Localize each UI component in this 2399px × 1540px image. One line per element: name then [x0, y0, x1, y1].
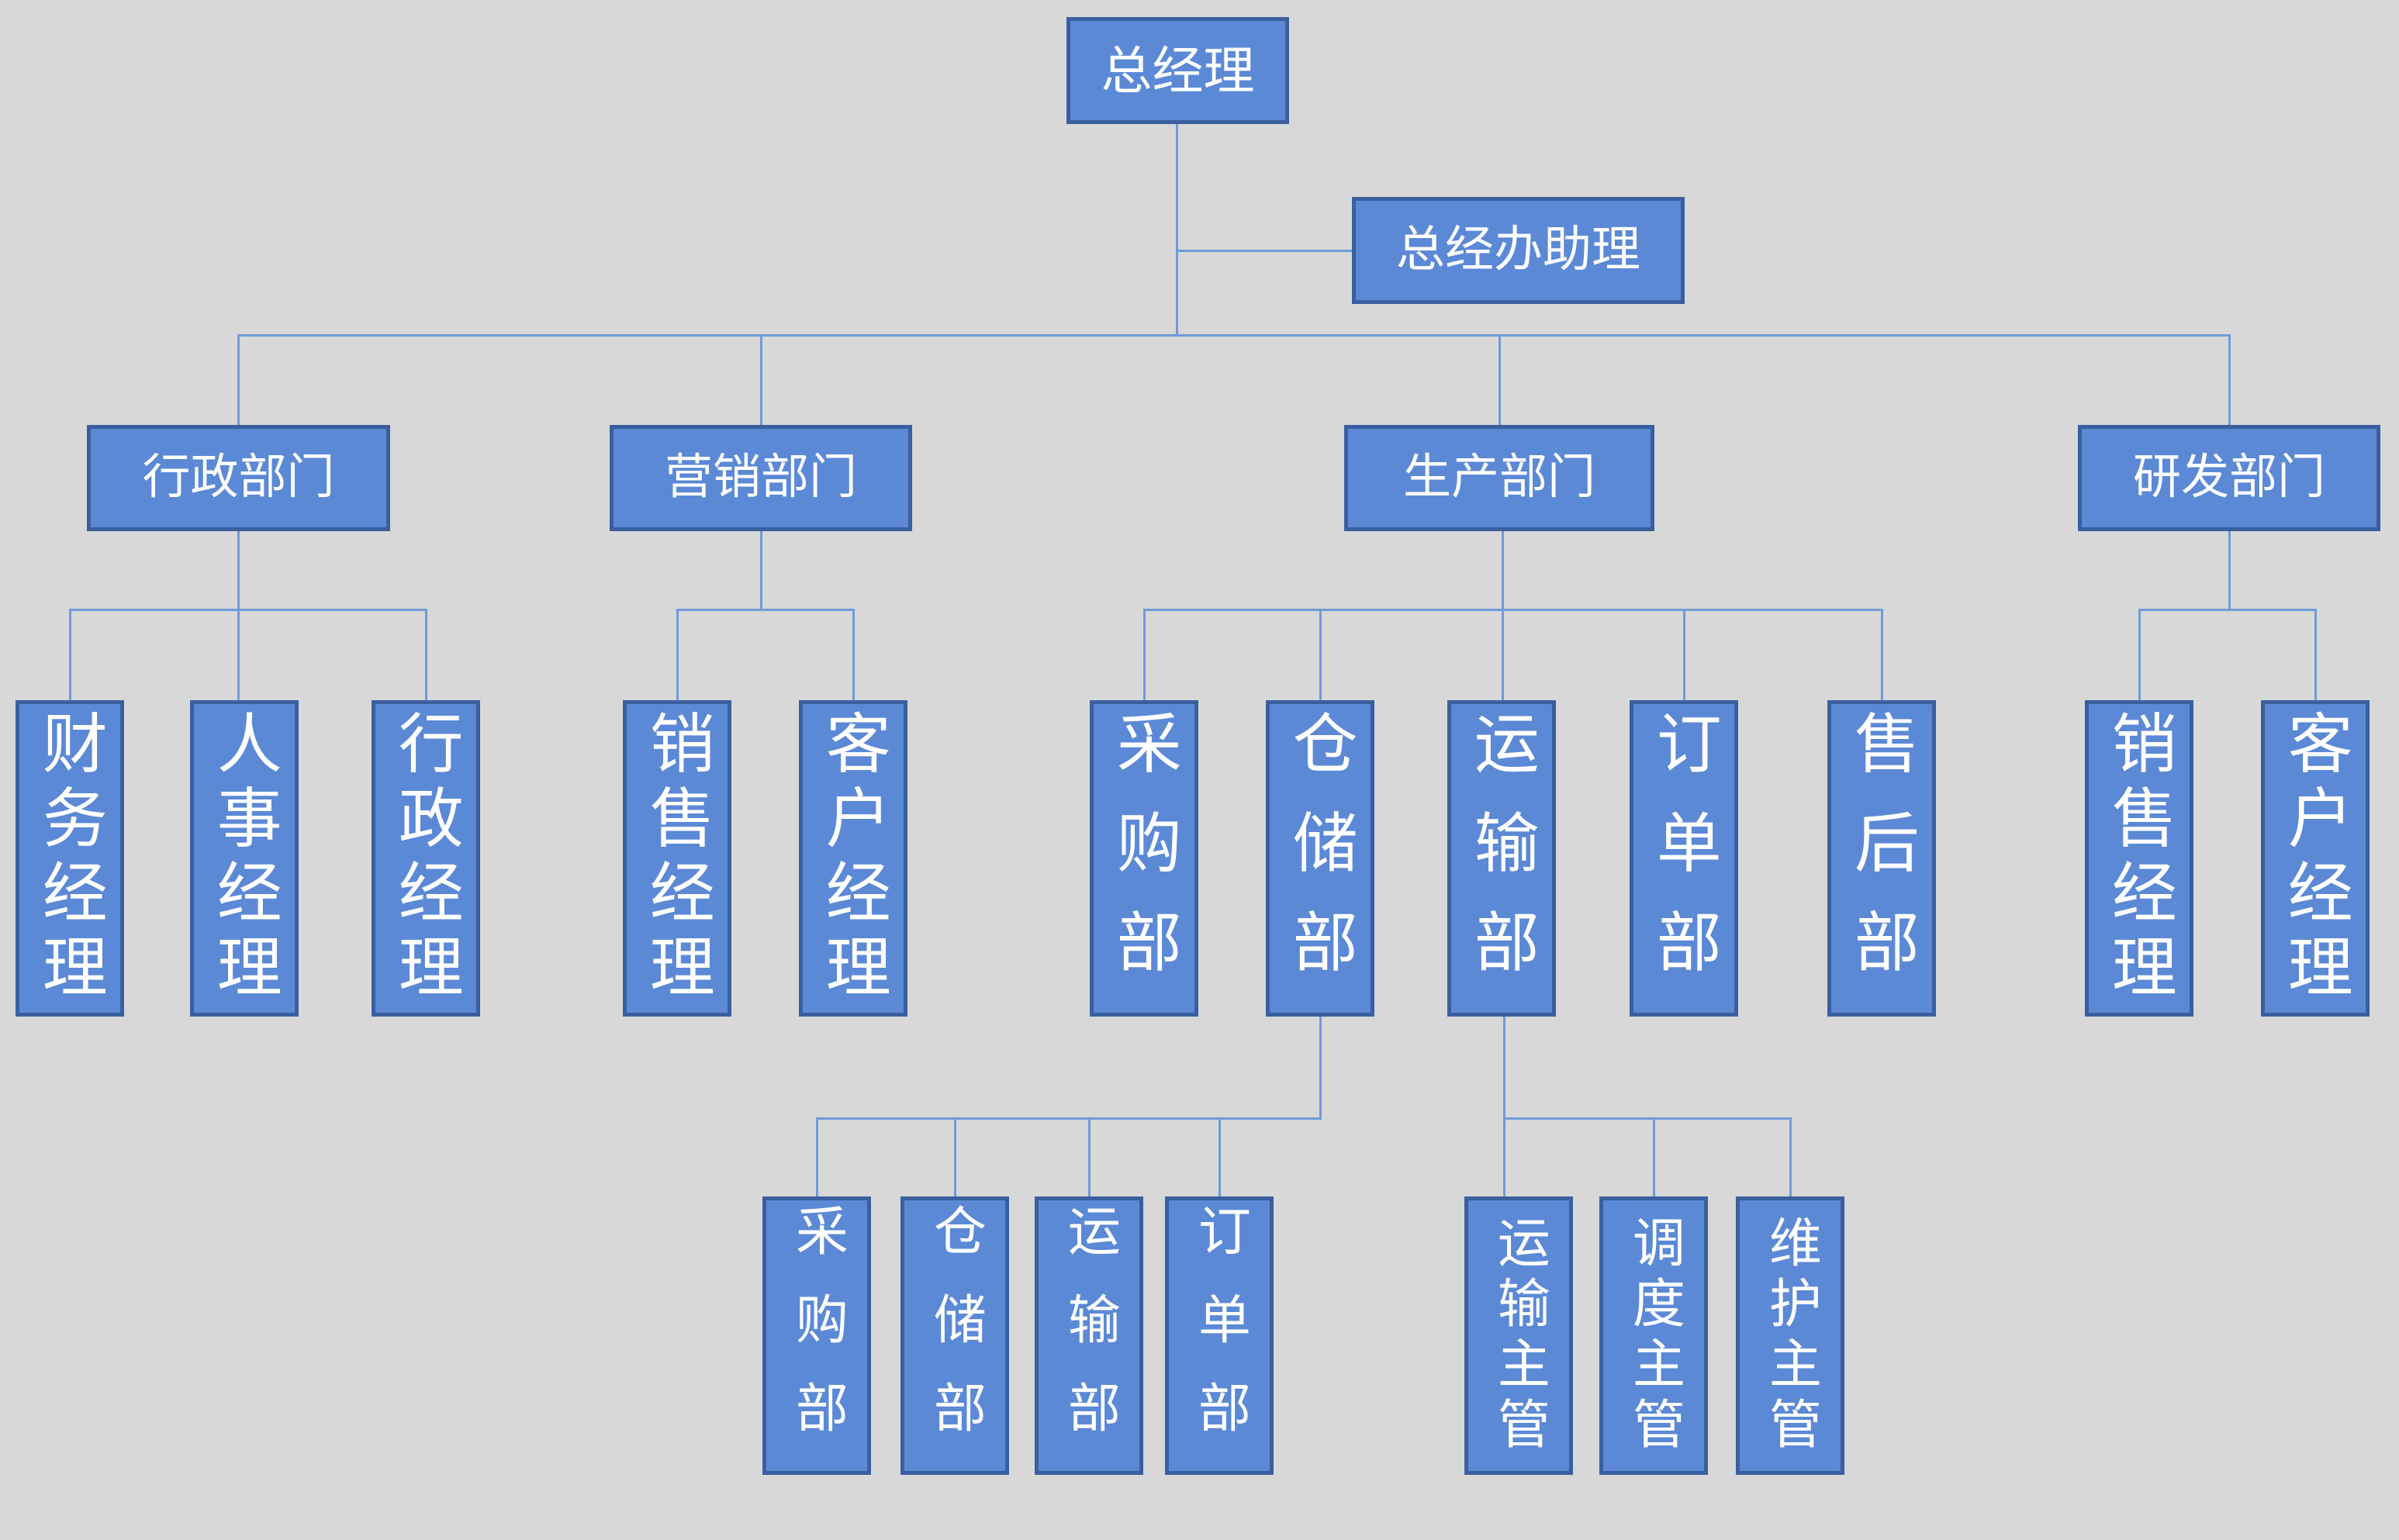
- connector-drop-transport-supervisor: [1502, 1118, 1505, 1196]
- connector-drop-warehouse-sub: [953, 1118, 956, 1196]
- org-node-aftersales-dept: 售后部: [1827, 700, 1936, 1017]
- connector-drop-sales-rnd: [2138, 609, 2141, 700]
- org-node-procurement-dept: 采购部: [1090, 700, 1198, 1017]
- org-node-hr-manager: 人事经理: [190, 700, 299, 1017]
- connector-rail-rnd: [2138, 608, 2317, 611]
- connector-stem-warehouse-group: [1319, 1017, 1322, 1118]
- connector-drop-order: [1682, 609, 1685, 700]
- connector-drop-admin-manager: [424, 609, 427, 700]
- connector-drop-customer-rnd: [2314, 609, 2317, 700]
- connector-drop-sales-marketing: [676, 609, 679, 700]
- org-node-maintenance-supervisor: 维护主管: [1736, 1196, 1844, 1475]
- org-node-production-dept: 生产部门: [1344, 425, 1654, 531]
- connector-branch-assistant: [1175, 249, 1353, 252]
- org-node-warehouse-dept: 仓储部: [1266, 700, 1374, 1017]
- org-node-admin-dept: 行政部门: [87, 425, 390, 531]
- connector-drop-transport-sub: [1087, 1118, 1091, 1196]
- org-node-sales-manager-marketing: 销售经理: [623, 700, 731, 1017]
- connector-drop-procurement-sub: [815, 1118, 818, 1196]
- connector-stem-rnd: [2228, 531, 2231, 609]
- connector-stem-production-transport: [1501, 531, 1504, 700]
- org-node-marketing-dept: 营销部门: [610, 425, 912, 531]
- org-node-transport-dept: 运输部: [1447, 700, 1556, 1017]
- org-node-warehouse-dept-sub: 仓储部: [900, 1196, 1009, 1475]
- connector-stem-transport-group: [1502, 1017, 1505, 1118]
- org-node-general-manager: 总经理: [1066, 17, 1289, 124]
- connector-drop-warehouse: [1319, 609, 1322, 700]
- connector-drop-finance-manager: [68, 609, 71, 700]
- org-node-order-dept-sub: 订单部: [1165, 1196, 1274, 1475]
- connector-rail-admin: [68, 608, 427, 611]
- org-node-transport-dept-sub: 运输部: [1035, 1196, 1143, 1475]
- connector-stem-admin-hr: [237, 531, 240, 700]
- connector-drop-order-sub: [1218, 1118, 1221, 1196]
- connector-drop-marketing-dept: [759, 335, 762, 425]
- connector-rail-level2: [237, 333, 2231, 337]
- connector-stem-marketing: [759, 531, 762, 609]
- org-node-customer-manager-marketing: 客户经理: [799, 700, 907, 1017]
- org-node-gm-office-assistant: 总经办助理: [1352, 197, 1685, 304]
- org-node-transport-supervisor: 运输主管: [1464, 1196, 1573, 1475]
- org-node-sales-manager-rnd: 销售经理: [2085, 700, 2193, 1017]
- org-node-admin-manager: 行政经理: [372, 700, 480, 1017]
- org-node-procurement-dept-sub: 采购部: [762, 1196, 871, 1475]
- org-node-finance-manager: 财务经理: [16, 700, 124, 1017]
- connector-rail-production: [1142, 608, 1883, 611]
- connector-rail-transport-group: [1502, 1117, 1792, 1120]
- connector-drop-aftersales: [1880, 609, 1883, 700]
- connector-trunk-gm: [1175, 124, 1178, 335]
- connector-drop-rnd-dept: [2228, 335, 2231, 425]
- connector-drop-maintenance-supervisor: [1789, 1118, 1792, 1196]
- connector-drop-customer-marketing: [852, 609, 855, 700]
- org-node-dispatch-supervisor: 调度主管: [1599, 1196, 1708, 1475]
- org-node-customer-manager-rnd: 客户经理: [2261, 700, 2370, 1017]
- org-node-order-dept: 订单部: [1630, 700, 1738, 1017]
- connector-rail-marketing: [676, 608, 855, 611]
- connector-drop-admin-dept: [237, 335, 240, 425]
- connector-drop-dispatch-supervisor: [1652, 1118, 1655, 1196]
- connector-rail-warehouse-group: [815, 1117, 1322, 1120]
- connector-drop-production-dept: [1498, 335, 1501, 425]
- org-node-rnd-dept: 研发部门: [2078, 425, 2380, 531]
- connector-drop-procurement: [1142, 609, 1146, 700]
